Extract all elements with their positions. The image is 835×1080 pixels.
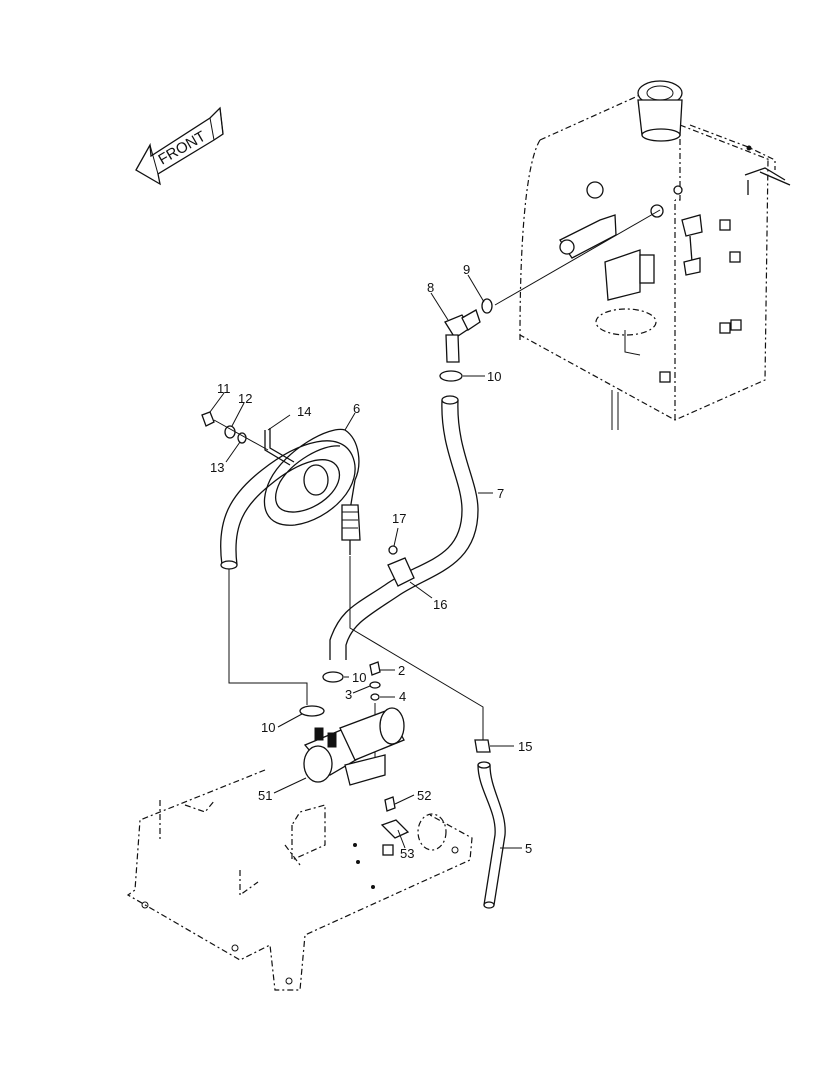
bolt-52	[384, 796, 396, 812]
bolt-2	[369, 661, 381, 676]
callout-52: 52	[417, 788, 431, 803]
callout-10-top: 10	[487, 369, 501, 384]
clamp-10-mid	[322, 671, 344, 683]
callout-5: 5	[525, 841, 532, 856]
clamp-16	[387, 557, 415, 587]
elbow-8	[444, 309, 481, 363]
callout-7: 7	[497, 486, 504, 501]
washer-9	[481, 298, 493, 314]
clamp-10-top	[439, 370, 463, 382]
hose-5	[477, 761, 506, 909]
washer-3	[369, 681, 381, 689]
base-plate	[126, 769, 473, 991]
fuel-tank	[519, 80, 791, 430]
hose-6	[220, 428, 361, 570]
callout-10-mid: 10	[352, 670, 366, 685]
return-line-axis	[494, 209, 661, 306]
washer-4	[370, 693, 380, 701]
callout-2: 2	[398, 663, 405, 678]
bolt-17	[388, 545, 398, 555]
routing-lines	[228, 556, 484, 740]
callout-51: 51	[258, 788, 272, 803]
callout-16: 16	[433, 597, 447, 612]
callout-3: 3	[345, 687, 352, 702]
callouts: 11 12 13 14 6 8 9 10 7 17 16 2 10 3 4 10…	[210, 262, 532, 861]
bracket-14	[264, 428, 295, 466]
callout-8: 8	[427, 280, 434, 295]
fuel-pump-51	[303, 707, 405, 786]
callout-17: 17	[392, 511, 406, 526]
clamp-10-low	[299, 705, 325, 717]
front-arrow: FRONT	[135, 106, 224, 186]
callout-6: 6	[353, 401, 360, 416]
leader-lines	[209, 274, 522, 849]
callout-10-low: 10	[261, 720, 275, 735]
callout-13: 13	[210, 460, 224, 475]
callout-9: 9	[463, 262, 470, 277]
callout-12: 12	[238, 391, 252, 406]
callout-15: 15	[518, 739, 532, 754]
callout-53: 53	[400, 846, 414, 861]
bracket-53	[380, 819, 410, 839]
clamp-15	[474, 739, 491, 753]
bolt-11	[201, 411, 215, 427]
hose-7	[329, 399, 463, 660]
callout-11: 11	[217, 381, 231, 396]
callout-14: 14	[297, 404, 311, 419]
callout-4: 4	[399, 689, 406, 704]
washer-12	[224, 425, 236, 439]
